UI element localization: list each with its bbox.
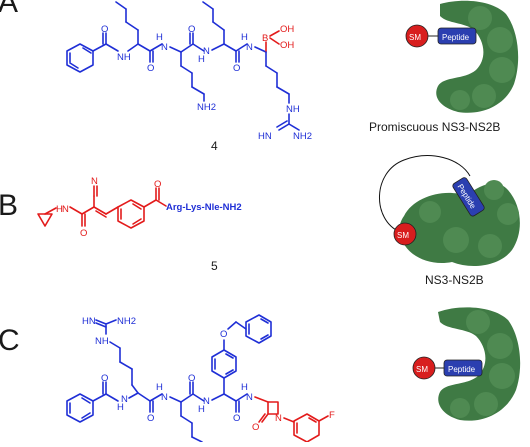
peptide-box [452,177,485,217]
peptide-label: Peptide [442,33,470,42]
atom-h: H [117,402,124,413]
atom-f: F [329,410,335,421]
atom-nh2: NH2 [293,131,312,142]
sm-label: SM [416,365,428,374]
atom-o: O [147,413,154,424]
atom-nh: NH [95,336,109,347]
atom-o: O [252,422,259,433]
panel-letter-c: C [0,324,20,357]
atom-n: N [203,396,210,407]
atom-nh2: NH2 [197,102,216,113]
compound-4-structure: O NH O H N NH2 O H N [66,1,312,142]
atom-n: N [203,46,210,57]
panel-letter-b: B [0,189,18,222]
peptide-label: Peptide [448,365,476,374]
protein-illustration-a [436,0,519,113]
atom-n: N [161,392,168,403]
atom-n: N [121,394,128,405]
peptide-sequence: Arg-Lys-Nle-NH2 [166,202,242,213]
atom-n: N [62,204,69,215]
atom-o: O [101,24,108,35]
sm-label: SM [409,33,421,42]
atom-n: N [275,413,282,424]
atom-o: O [101,373,108,384]
atom-o: O [80,228,87,239]
atom-h: H [241,382,248,393]
atom-o: O [220,329,227,340]
atom-nh: NH [286,104,300,115]
sm-peptide-conjugate-c: SM Peptide [412,356,483,380]
protein-label-a: Promiscuous NS3-NS2B [369,120,500,134]
atom-o: O [233,63,240,74]
compound-number-4: 4 [211,139,218,153]
peptide-box [437,27,477,45]
compound-c-structure: HN NH2 NH O H N O H N [66,314,335,443]
atom-n: N [91,176,98,187]
peptide-box [443,359,483,377]
atom-b: B [262,33,268,44]
atom-o: O [188,24,195,35]
atom-h: H [198,404,205,415]
atom-o: O [154,179,161,190]
atom-h: H [56,204,63,215]
protein-label-b: NS3-NS2B [425,273,484,287]
atom-hn: HN [82,316,96,327]
compound-number-5: 5 [211,259,218,273]
tethered-conjugate-b: Peptide SM [379,155,485,246]
sm-label: SM [397,231,409,240]
atom-o: O [188,373,195,384]
atom-o: O [233,413,240,424]
sm-circle [393,222,417,246]
atom-n: N [246,392,253,403]
atom-nh: NH [117,52,131,63]
atom-h: H [198,54,205,65]
compound-5-structure: H N O N O Arg-Lys-Nle-NH2 [37,176,242,239]
atom-n: N [246,42,253,53]
protein-illustration-b [399,180,520,266]
atom-h: H [156,382,163,393]
atom-h: H [156,32,163,43]
atom-hn: HN [258,131,272,142]
atom-n: N [161,42,168,53]
atom-h: H [241,32,248,43]
panel-letter-a: A [0,0,18,19]
atom-oh: OH [280,24,294,35]
atom-o: O [147,63,154,74]
atom-nh2: NH2 [117,316,136,327]
atom-oh: OH [280,40,294,51]
protein-illustration-c [438,307,521,421]
sm-peptide-conjugate-a: SM Peptide [405,24,477,48]
